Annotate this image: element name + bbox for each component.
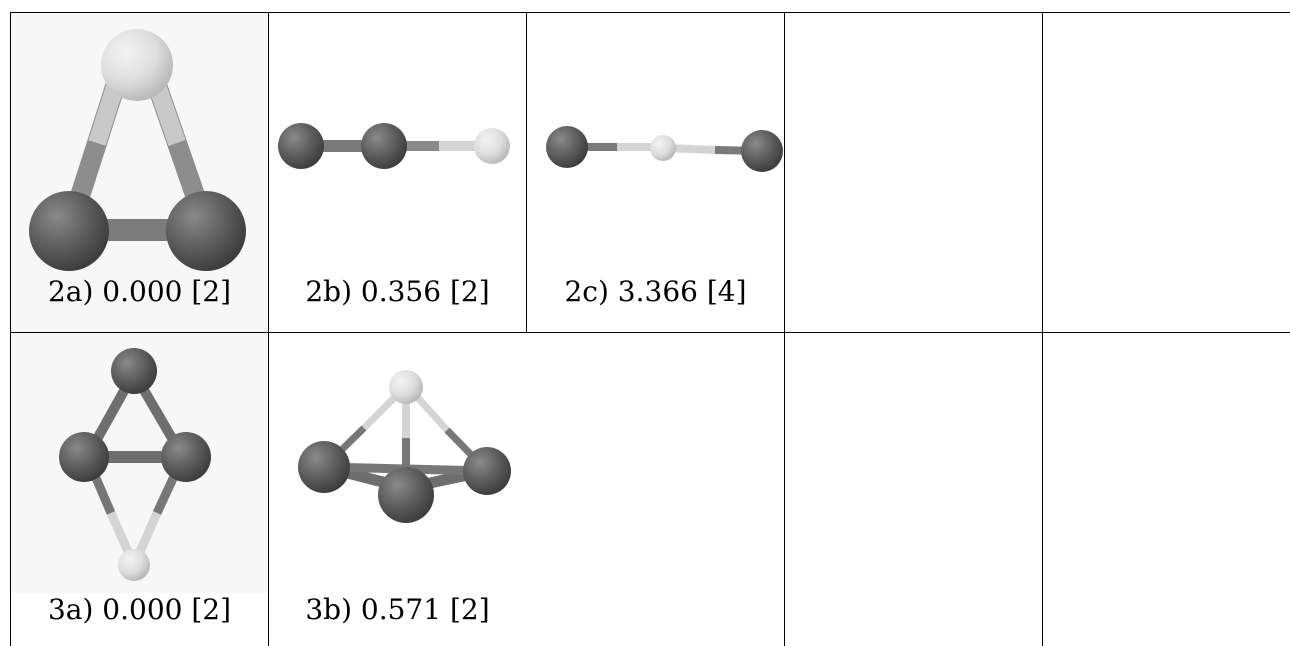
dark-atom xyxy=(463,447,511,495)
table-cell-empty xyxy=(785,333,1042,646)
structure-caption: 3a) 0.000 [2] xyxy=(47,593,232,626)
structure-table: 2a) 0.000 [2] 2b) 0.356 [2] xyxy=(10,12,1290,646)
light-atom xyxy=(474,128,510,164)
dark-atom xyxy=(278,123,324,169)
molecule-3a-image xyxy=(11,333,268,593)
dark-atom xyxy=(29,191,109,271)
table-cell-empty xyxy=(527,333,784,646)
table-column-divider xyxy=(526,12,527,332)
table-cell-3a: 3a) 0.000 [2] xyxy=(11,333,268,646)
structure-caption: 2b) 0.356 [2] xyxy=(305,275,490,308)
structure-caption: 2c) 3.366 [4] xyxy=(564,275,747,308)
molecule-3b-image xyxy=(298,370,511,523)
table-top-border xyxy=(10,12,1290,13)
table-cell-empty xyxy=(1043,13,1290,332)
molecule-2a-image xyxy=(11,13,268,332)
dark-atom xyxy=(111,348,157,394)
table-cell-2c: 2c) 3.366 [4] xyxy=(527,13,784,332)
molecule-2b-image xyxy=(278,123,510,169)
dark-atom xyxy=(546,126,588,168)
dark-atom xyxy=(166,191,246,271)
molecule-2c-image xyxy=(546,126,783,172)
table-column-divider xyxy=(268,12,269,646)
table-cell-empty xyxy=(1043,333,1290,646)
light-atom xyxy=(389,370,423,404)
table-cell-2a: 2a) 0.000 [2] xyxy=(11,13,268,332)
table-row-divider xyxy=(10,332,1290,333)
table-left-border xyxy=(10,12,11,646)
table-cell-empty xyxy=(785,13,1042,332)
dark-atom xyxy=(161,432,211,482)
structure-caption: 2a) 0.000 [2] xyxy=(47,275,232,308)
dark-atom xyxy=(361,123,407,169)
dark-atom xyxy=(59,432,109,482)
dark-atom xyxy=(741,130,783,172)
light-atom xyxy=(101,29,173,101)
dark-atom xyxy=(298,441,350,493)
dark-atom xyxy=(378,467,434,523)
table-column-divider xyxy=(1042,12,1043,646)
light-atom xyxy=(650,135,676,161)
light-atom xyxy=(118,549,150,581)
table-column-divider xyxy=(784,12,785,646)
table-cell-3b: 3b) 0.571 [2] xyxy=(269,333,526,646)
structure-caption: 3b) 0.571 [2] xyxy=(305,593,490,626)
table-cell-2b: 2b) 0.356 [2] xyxy=(269,13,526,332)
